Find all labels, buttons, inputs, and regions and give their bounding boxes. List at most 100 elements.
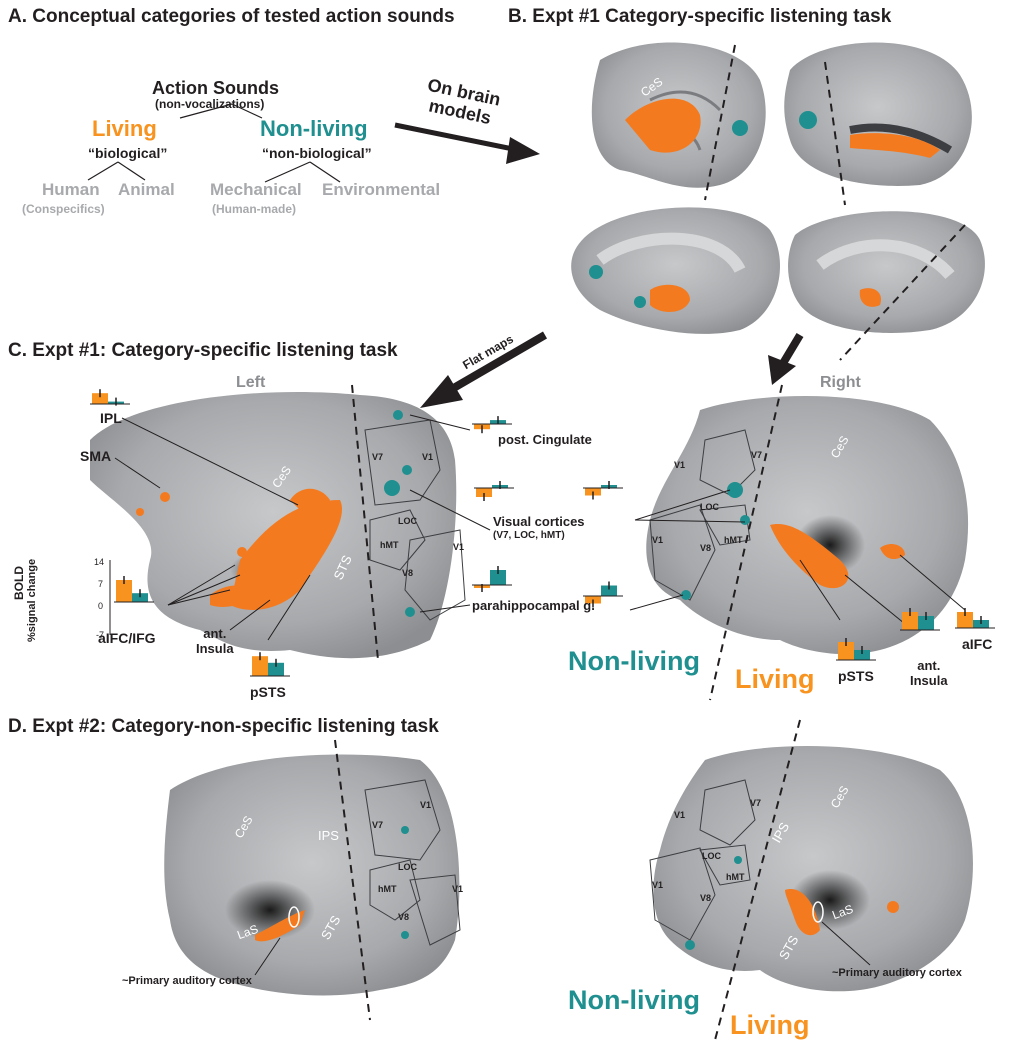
loc-label-dr: LOC [702, 851, 721, 861]
v1-label-cl: V1 [422, 452, 434, 462]
nonliving-label: Non-living [260, 116, 368, 141]
tick-0: 0 [98, 601, 104, 611]
living-side-label-c: Living [735, 664, 815, 694]
flatmap-C-right [646, 384, 969, 701]
aifc-ifg-label: aIFC/IFG [98, 630, 156, 646]
ant-insula-label-left: ant. Insula [196, 626, 234, 656]
hmt-label-cr: hMT [724, 535, 743, 545]
hmt-label-cl: hMT [380, 540, 399, 550]
bar-chart-ant-insula-R [900, 608, 940, 631]
v1b-label-dl: V1 [452, 884, 464, 894]
bar-charts [90, 389, 995, 677]
flat-maps-arrow-right [768, 332, 804, 385]
sma-label: SMA [80, 448, 112, 464]
bar-chart-pstsR [836, 638, 876, 661]
post-cingulate-label: post. Cingulate [498, 432, 592, 447]
human-label: Human [42, 180, 100, 199]
v1b-label-cr: V1 [652, 535, 664, 545]
bar-living [476, 488, 492, 497]
brain-3d-lateral-right [784, 42, 972, 206]
v8-label-cr: V8 [700, 543, 712, 553]
bar-living [116, 580, 132, 602]
visual-cortices-label: Visual cortices [493, 514, 585, 529]
v7-label-dl: V7 [372, 820, 384, 830]
bar-nonliving [490, 570, 506, 585]
category-tree-lines [87, 103, 341, 183]
living-side-label-d: Living [730, 1010, 810, 1040]
panel-d-title: D. Expt #2: Category-non-specific listen… [8, 716, 439, 737]
panel-a-title: A. Conceptual categories of tested actio… [8, 6, 455, 27]
bar-chart-parahippo-R [583, 581, 623, 608]
bar-living [838, 642, 854, 660]
bar-chart-ipl [90, 389, 130, 406]
signal-change-axis-label: %signal change [26, 558, 38, 642]
panel-b-title: B. Expt #1 Category-specific listening t… [508, 6, 892, 27]
left-label: Left [236, 374, 266, 391]
nonliving-side-label-d: Non-living [568, 985, 700, 1015]
bar-chart-parahippo-L [472, 566, 512, 592]
brain-3d-lateral-left [591, 42, 766, 201]
bar-nonliving [268, 662, 284, 676]
v1-label-dr: V1 [674, 810, 686, 820]
psts-label-left: pSTS [250, 684, 286, 700]
v7-label-dr: V7 [750, 798, 762, 808]
flatmap-D-left [164, 739, 461, 1021]
psts-label-right: pSTS [838, 668, 874, 684]
v8-label-dr: V8 [700, 893, 712, 903]
bar-living [957, 612, 973, 628]
loc-label-dl: LOC [398, 862, 417, 872]
flatmap-C-left [90, 384, 466, 661]
primary-auditory-label-right: ~Primary auditory cortex [832, 967, 962, 979]
callout-lines [114, 414, 966, 976]
mechanical-label: Mechanical [210, 180, 302, 199]
action-sounds-label: Action Sounds [152, 78, 279, 98]
bar-chart-aifc-R [955, 608, 995, 629]
action-sounds-sub: (non-vocalizations) [155, 97, 265, 111]
flat-maps-arrow-left [420, 331, 548, 408]
environmental-label: Environmental [322, 180, 441, 199]
parahippocampal-label: parahippocampal g. [472, 598, 595, 613]
bar-living [902, 612, 918, 630]
bold-axis-label: BOLD [12, 566, 26, 600]
primary-auditory-label-left: ~Primary auditory cortex [122, 975, 252, 987]
bar-nonliving [918, 616, 934, 630]
bar-chart-visual-L [474, 481, 514, 501]
v8-label-dl: V8 [398, 912, 410, 922]
human-sub: (Conspecifics) [22, 202, 105, 216]
bar-living [252, 656, 268, 676]
v1-label-cr: V1 [674, 460, 686, 470]
v7-label-cr: V7 [751, 450, 763, 460]
ant-insula-label-right: ant. Insula [910, 658, 948, 688]
brain-models-arrow [394, 122, 540, 164]
animal-label: Animal [118, 180, 175, 199]
loc-label-cr: LOC [700, 502, 719, 512]
bar-nonliving [132, 593, 148, 602]
v1b-label-cl: V1 [453, 542, 465, 552]
right-label: Right [820, 374, 861, 391]
bar-chart-pstsL [250, 652, 290, 677]
bar-chart-aifc-ifg [114, 576, 154, 603]
ips-label-dl: IPS [318, 828, 339, 843]
bar-nonliving [601, 585, 617, 596]
hmt-label-dr: hMT [726, 872, 745, 882]
panel-c-title: C. Expt #1: Category-specific listening … [8, 340, 398, 361]
v7-label-cl: V7 [372, 452, 384, 462]
nonliving-side-label-c: Non-living [568, 646, 700, 676]
tick-7: 7 [98, 579, 104, 589]
living-sub: “biological” [88, 145, 168, 161]
flatmap-D-right [649, 719, 973, 1041]
brain-3d-medial-right [788, 211, 985, 361]
brain-3d-medial-left [571, 207, 780, 334]
loc-label-cl: LOC [398, 516, 417, 526]
visual-cortices-sub: (V7, LOC, hMT) [493, 530, 565, 541]
bar-chart-post-cingulate [472, 416, 512, 434]
v1-label-dl: V1 [420, 800, 432, 810]
nonliving-sub: “non-biological” [262, 145, 372, 161]
bar-nonliving [854, 650, 870, 660]
v8-label-cl: V8 [402, 568, 414, 578]
v1b-label-dr: V1 [652, 880, 664, 890]
tick-14: 14 [94, 557, 105, 567]
bar-chart-visual-R [583, 481, 623, 500]
living-label: Living [92, 116, 157, 141]
